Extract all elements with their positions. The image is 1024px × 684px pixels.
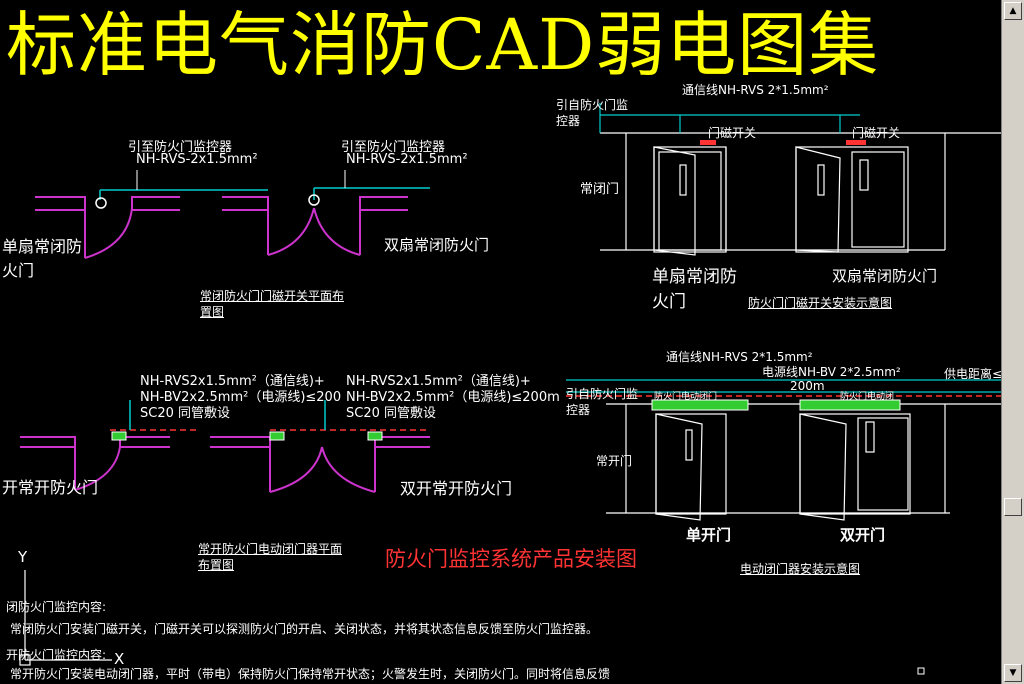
plan1-cable-right: NH-RVS-2x1.5mm² <box>346 152 468 167</box>
elev1-comm-line: 通信线NH-RVS 2*1.5mm² <box>682 83 829 97</box>
elev1-switch-right: 门磁开关 <box>852 126 901 140</box>
elev1-single-2: 火门 <box>652 292 686 312</box>
plan2-single-label: 开常开防火门 <box>2 478 99 497</box>
grip-square <box>917 667 925 675</box>
plan-normally-closed-doors <box>35 196 408 259</box>
plan2-cable-1a: NH-RVS2x1.5mm²（通信线)+ <box>140 374 325 389</box>
notes-line-2: 常开防火门安装电动闭门器，平时（带电）保持防火门保持常开状态；火警发生时，关闭防… <box>10 667 611 681</box>
elev2-door-type: 常开门 <box>596 454 633 468</box>
elev1-single-1: 单扇常闭防 <box>652 267 737 287</box>
elev2-supply-distance: 供电距离≤ <box>944 367 1003 381</box>
ucs-y-label: Y <box>18 548 28 566</box>
plan1-label-right: 引至防火门监控器 <box>341 140 446 155</box>
cad-drawing-canvas[interactable] <box>0 0 1002 684</box>
plan-normally-open-doors <box>20 436 430 493</box>
elev2-source-2: 控器 <box>566 403 591 417</box>
elev2-caption: 电动闭门器安装示意图 <box>740 562 861 576</box>
plan2-cable-1c: SC20 同管敷设 <box>140 406 231 421</box>
drawing-title: 标准电气消防CAD弱电图集 <box>6 4 880 86</box>
plan2-cable-2a: NH-RVS2x1.5mm²（通信线)+ <box>346 374 531 389</box>
notes-heading-1: 闭防火门监控内容: <box>6 600 107 614</box>
elev2-comm-line: 通信线NH-RVS 2*1.5mm² <box>666 350 813 364</box>
notes-heading-2: 开防火门监控内容: <box>6 648 107 662</box>
plan2-cable-1b: NH-BV2x2.5mm²（电源线)≤200 <box>140 390 342 405</box>
scroll-down-button[interactable]: ▼ <box>1004 664 1022 682</box>
plan1-label-left: 引至防火门监控器 <box>128 140 233 155</box>
notes-line-1: 常闭防火门安装门磁开关，门磁开关可以探测防火门的开启、关闭状态，并将其状态信息反… <box>10 622 599 636</box>
ucs-axis-icon <box>19 570 112 666</box>
vertical-scrollbar[interactable]: ▲ ▼ <box>1001 0 1024 684</box>
system-install-title: 防火门监控系统产品安装图 <box>385 547 637 571</box>
plan1-double-door-label: 双扇常闭防火门 <box>384 236 490 254</box>
elev2-power-line: 电源线NH-BV 2*2.5mm² <box>762 365 901 379</box>
elev1-caption: 防火门门磁开关安装示意图 <box>748 296 893 310</box>
elev2-closer-left: 防火门电动闭门 <box>654 392 718 402</box>
elev1-source-1: 引自防火门监 <box>556 98 629 112</box>
plan2-double-label: 双开常开防火门 <box>400 479 513 498</box>
plan2-cable-2c: SC20 同管敷设 <box>346 406 437 421</box>
elev2-single: 单开门 <box>686 526 732 544</box>
plan1-cable-left: NH-RVS-2x1.5mm² <box>136 152 258 167</box>
plan1-caption: 常闭防火门门磁开关平面布 <box>200 289 345 303</box>
elev2-distance-value: 200m <box>790 379 825 393</box>
plan2-caption: 常开防火门电动闭门器平面 <box>198 542 343 556</box>
scroll-thumb[interactable] <box>1004 498 1022 516</box>
ucs-x-label: X <box>114 650 125 668</box>
elev1-double: 双扇常闭防火门 <box>832 267 938 285</box>
elev1-source-2: 控器 <box>556 114 581 128</box>
plan2-wiring <box>110 400 430 431</box>
scroll-up-button[interactable]: ▲ <box>1004 2 1022 20</box>
plan1-single-door-label-2: 火门 <box>2 261 35 280</box>
plan2-cable-2b: NH-BV2x2.5mm²（电源线)≤200m <box>346 390 560 405</box>
plan1-wiring <box>99 170 430 200</box>
plan2-caption-2: 布置图 <box>198 558 235 572</box>
elev1-door-type: 常闭门 <box>580 182 620 197</box>
plan1-caption-2: 置图 <box>200 305 225 319</box>
elev1-switch-left: 门磁开关 <box>708 126 757 140</box>
elev2-double: 双开门 <box>840 526 886 544</box>
elev2-closer-right: 防火门电动闭 <box>840 392 895 402</box>
elev2-closers <box>651 399 901 411</box>
elevation-normally-closed <box>599 103 1002 256</box>
elev2-source-1: 引自防火门监 <box>566 387 639 401</box>
elev1-switches <box>700 140 866 145</box>
plan1-single-door-label: 单扇常闭防 <box>2 237 83 256</box>
